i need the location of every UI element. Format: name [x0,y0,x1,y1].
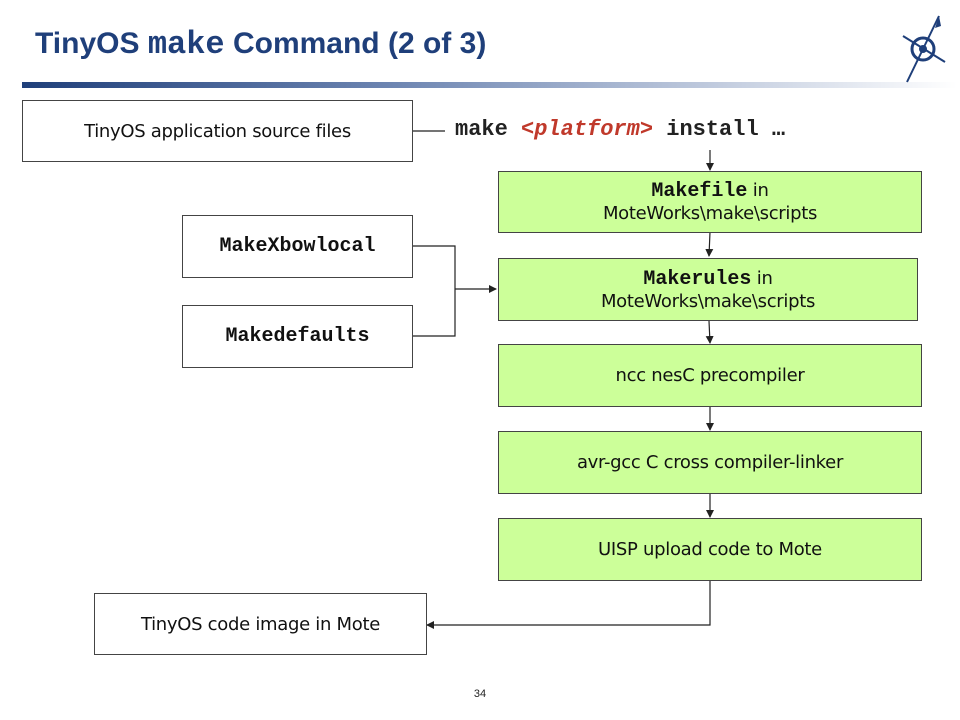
arrow-makefile-to-makerules [705,231,714,257]
code-image-box: TinyOS code image in Mote [94,593,427,655]
title-code: make [147,26,225,63]
makefile-box: Makefile in MoteWorks\make\scripts [498,171,922,233]
source-files-box: TinyOS application source files [22,100,413,162]
page-title: TinyOS make Command (2 of 3) [35,26,486,63]
makefile-code: Makefile [651,180,748,203]
page-number: 34 [473,688,487,700]
makexbowlocal-label: MakeXbowlocal [219,235,376,258]
command-post: install … [653,117,786,142]
title-underline-bar [22,82,957,88]
title-suffix: Command (2 of 3) [224,27,487,60]
code-image-label: TinyOS code image in Mote [140,613,381,635]
uisp-box: UISP upload code to Mote [498,518,922,581]
makedefaults-box: Makedefaults [182,305,413,368]
avrgcc-box: avr-gcc C cross compiler-linker [498,431,922,494]
makedefaults-label: Makedefaults [225,325,370,348]
makefile-path: MoteWorks\make\scripts [602,203,818,224]
make-command: make <platform> install … [455,117,785,142]
makerules-in: in [751,267,773,289]
makefile-line1: Makefile in [651,180,769,203]
title-prefix: TinyOS [35,27,148,60]
makerules-line1: Makerules in [643,267,773,291]
command-platform: <platform> [521,117,654,142]
compass-rose-icon [902,15,946,83]
command-pre: make [455,117,522,142]
arrow-makerules-to-ncc [705,320,714,344]
makerules-box: Makerules in MoteWorks\make\scripts [498,258,918,321]
makexbowlocal-box: MakeXbowlocal [182,215,413,278]
merge-connector [413,245,456,337]
uisp-label: UISP upload code to Mote [598,539,822,560]
makerules-code: Makerules [643,267,752,291]
ncc-box: ncc nesC precompiler [498,344,922,407]
makefile-in: in [747,180,769,201]
avrgcc-label: avr-gcc C cross compiler-linker [576,452,844,473]
makerules-path: MoteWorks\make\scripts [600,290,816,312]
ncc-label: ncc nesC precompiler [615,365,805,386]
source-files-label: TinyOS application source files [84,120,351,142]
arrow-uisp-to-image [426,581,711,629]
